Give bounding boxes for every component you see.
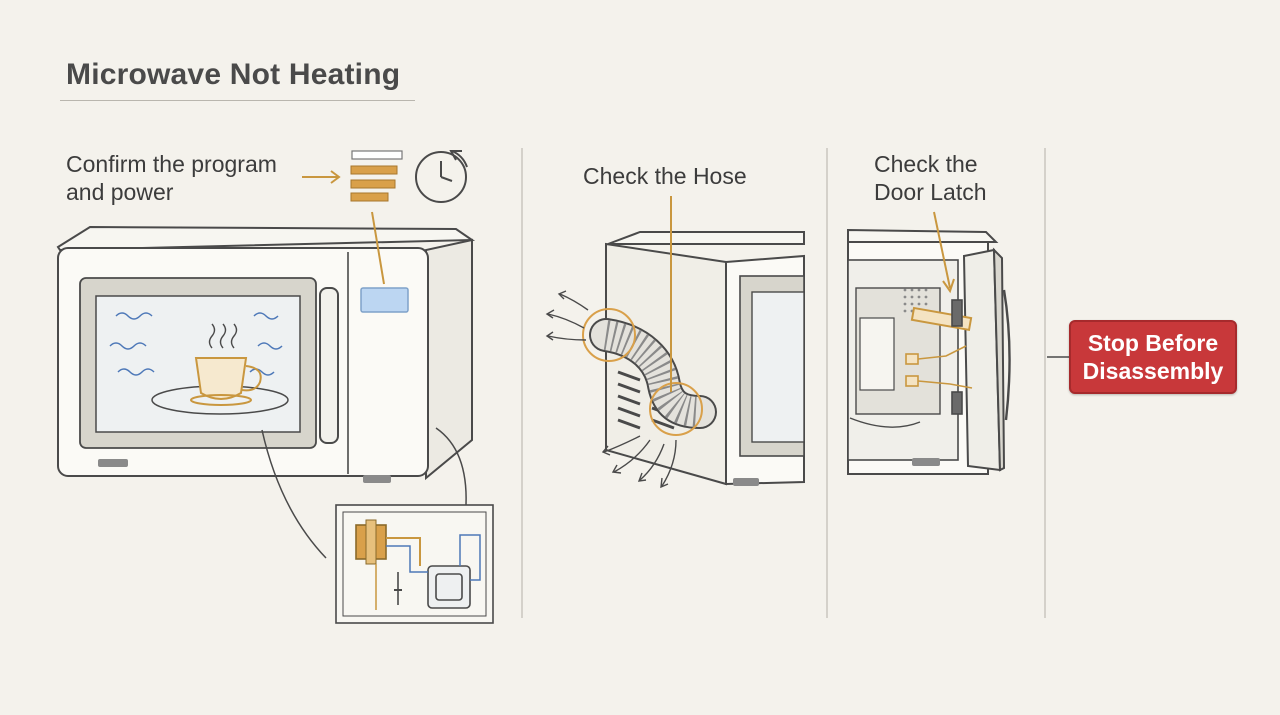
step-confirm-line1: Confirm the program — [66, 151, 277, 177]
panel-dividers — [521, 148, 1046, 618]
page-title: Microwave Not Heating — [66, 58, 401, 91]
step-latch-label: Check the Door Latch — [874, 150, 1014, 206]
stop-button-line1: Stop Before — [1087, 330, 1219, 356]
stop-button-line2: Disassembly — [1082, 358, 1224, 384]
confirm-arrow — [302, 170, 341, 184]
stop-before-disassembly-button[interactable]: Stop Before Disassembly — [1069, 320, 1237, 394]
circuit-board-icon — [335, 504, 494, 624]
step-latch-line1: Check the — [874, 151, 978, 177]
step-confirm-line2: and power — [66, 179, 174, 205]
callout-lines — [261, 427, 467, 559]
latch-microwave-icon — [847, 228, 999, 475]
power-level-bars-icon — [350, 150, 403, 202]
title-underline — [60, 100, 415, 101]
latch-leader-arrow — [933, 211, 955, 294]
open-door — [962, 247, 1011, 472]
clock-timer-icon — [415, 150, 468, 203]
coffee-cup-icon — [190, 323, 262, 406]
display-leader-line — [371, 211, 385, 285]
airflow-arrows-icon — [545, 290, 677, 489]
step-latch-line2: Door Latch — [874, 179, 987, 205]
door-latch-icon — [905, 299, 973, 415]
flexible-hose-icon — [582, 308, 717, 436]
step-confirm-label: Confirm the program and power — [66, 150, 316, 206]
step-hose-label: Check the Hose — [583, 163, 747, 189]
heating-waves — [109, 312, 283, 376]
